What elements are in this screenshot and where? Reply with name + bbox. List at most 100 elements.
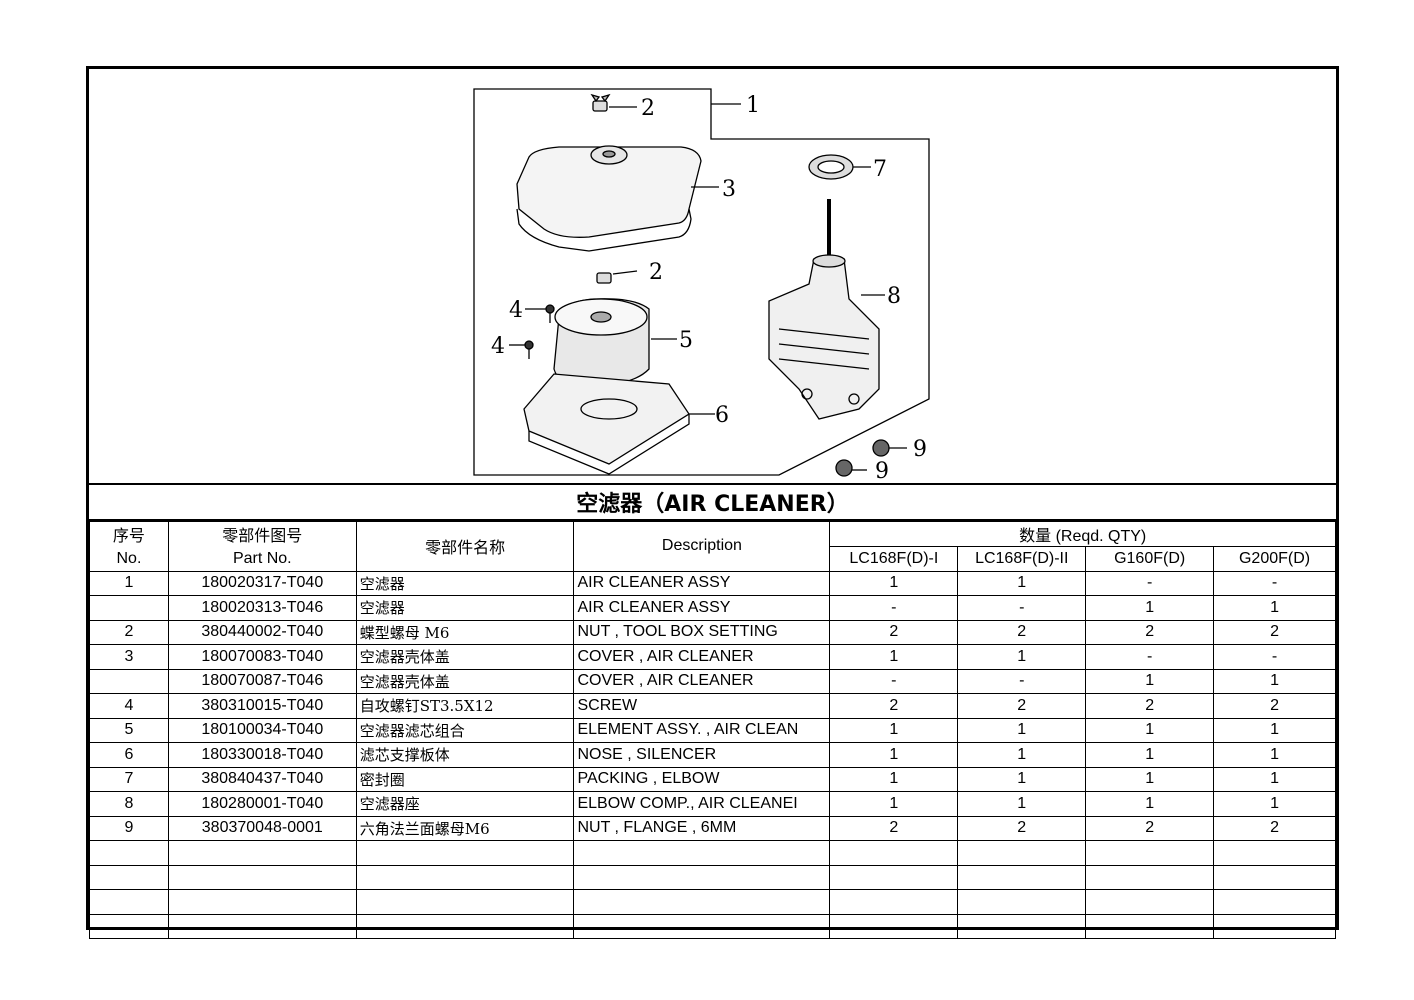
row-part-no: 380840437-T040: [167, 766, 357, 792]
row-qty-1: 2: [829, 619, 959, 645]
row-qty-3: 1: [1085, 766, 1215, 792]
table-row: [89, 889, 1336, 915]
callout-9: 9: [875, 459, 889, 483]
row-description: NUT , FLANGE , 6MM: [573, 815, 831, 841]
row-part-no: [167, 864, 357, 890]
row-qty-1: [829, 840, 959, 866]
row-qty-2: 1: [957, 717, 1087, 743]
row-description: SCREW: [573, 693, 831, 719]
callout-labels: 1 2 2 3 4 4 5 6 7 8 9 9: [491, 93, 927, 483]
row-qty-1: 1: [829, 717, 959, 743]
row-qty-1: [829, 864, 959, 890]
row-qty-2: 2: [957, 619, 1087, 645]
row-qty-2: 1: [957, 742, 1087, 768]
row-name-cn: 空滤器: [355, 595, 575, 621]
callout-2: 2: [649, 260, 663, 285]
header-part-en: Part No.: [167, 546, 357, 572]
row-qty-3: 1: [1085, 791, 1215, 817]
row-qty-4: 1: [1213, 766, 1336, 792]
row-name-cn: [355, 913, 575, 939]
row-no: 2: [89, 619, 169, 645]
row-qty-1: -: [829, 595, 959, 621]
row-name-cn: 密封圈: [355, 766, 575, 792]
row-no: 4: [89, 693, 169, 719]
row-part-no: 180020313-T046: [167, 595, 357, 621]
row-description: AIR CLEANER ASSY: [573, 570, 831, 596]
row-description: NUT , TOOL BOX SETTING: [573, 619, 831, 645]
row-qty-3: 2: [1085, 619, 1215, 645]
section-title: 空滤器（AIR CLEANER）: [576, 492, 849, 517]
row-qty-2: -: [957, 595, 1087, 621]
callout-6: 6: [715, 403, 729, 428]
row-qty-3: 1: [1085, 668, 1215, 694]
row-qty-4: [1213, 840, 1336, 866]
header-description: Description: [573, 521, 831, 572]
packing-ring-icon: [808, 154, 871, 180]
row-qty-3: 2: [1085, 693, 1215, 719]
exploded-view-drawing: 1 2 2 3 4 4 5 6 7 8 9 9: [473, 88, 930, 483]
row-name-cn: 自攻螺钉ST3.5X12: [355, 693, 575, 719]
row-name-cn: 空滤器滤芯组合: [355, 717, 575, 743]
table-row: [89, 913, 1336, 939]
row-qty-1: -: [829, 668, 959, 694]
row-description: [573, 889, 831, 915]
row-no: 1: [89, 570, 169, 596]
row-qty-4: -: [1213, 644, 1336, 670]
row-qty-3: 1: [1085, 595, 1215, 621]
row-name-cn: 空滤器壳体盖: [355, 668, 575, 694]
parts-sheet-frame: 1 2 2 3 4 4 5 6 7 8 9 9 空滤器（AIR CLEANER）…: [86, 66, 1339, 939]
row-qty-3: [1085, 913, 1215, 939]
row-qty-1: 1: [829, 570, 959, 596]
row-qty-3: [1085, 889, 1215, 915]
header-no-en: No.: [89, 546, 169, 572]
row-description: [573, 864, 831, 890]
row-qty-4: [1213, 913, 1336, 939]
row-qty-4: -: [1213, 570, 1336, 596]
row-no: [89, 668, 169, 694]
callout-5: 5: [679, 328, 693, 353]
row-qty-4: 2: [1213, 815, 1336, 841]
screw-icon: [525, 304, 555, 323]
row-no: [89, 864, 169, 890]
row-name-cn: [355, 864, 575, 890]
header-no-cn: 序号: [89, 521, 169, 547]
row-part-no: [167, 840, 357, 866]
cleaner-elbow-base-icon: [768, 199, 885, 420]
row-qty-2: 2: [957, 815, 1087, 841]
row-name-cn: 空滤器壳体盖: [355, 644, 575, 670]
row-qty-3: -: [1085, 644, 1215, 670]
callout-4: 4: [491, 334, 505, 359]
row-qty-1: 1: [829, 742, 959, 768]
header-model-2: LC168F(D)-II: [957, 546, 1087, 572]
assembly-outline: [473, 88, 930, 476]
row-description: COVER , AIR CLEANER: [573, 668, 831, 694]
row-no: [89, 889, 169, 915]
section-title-row: 空滤器（AIR CLEANER）: [89, 483, 1336, 521]
header-model-4: G200F(D): [1213, 546, 1336, 572]
row-qty-2: [957, 889, 1087, 915]
header-model-3: G160F(D): [1085, 546, 1215, 572]
row-part-no: 180330018-T040: [167, 742, 357, 768]
parts-table: 序号 零部件图号 零部件名称 Description 数量 (Reqd. QTY…: [89, 521, 1336, 939]
row-no: [89, 840, 169, 866]
row-qty-2: -: [957, 668, 1087, 694]
flange-nut-icon: [872, 439, 907, 457]
row-qty-2: 1: [957, 766, 1087, 792]
row-description: NOSE , SILENCER: [573, 742, 831, 768]
row-no: 6: [89, 742, 169, 768]
table-row: [89, 864, 1336, 890]
row-part-no: 380310015-T040: [167, 693, 357, 719]
callout-4: 4: [509, 298, 523, 323]
row-qty-4: 1: [1213, 668, 1336, 694]
row-description: [573, 840, 831, 866]
row-part-no: 180020317-T040: [167, 570, 357, 596]
filter-base-plate-icon: [523, 373, 715, 475]
row-no: 8: [89, 791, 169, 817]
callout-7: 7: [873, 157, 887, 182]
row-qty-1: [829, 889, 959, 915]
